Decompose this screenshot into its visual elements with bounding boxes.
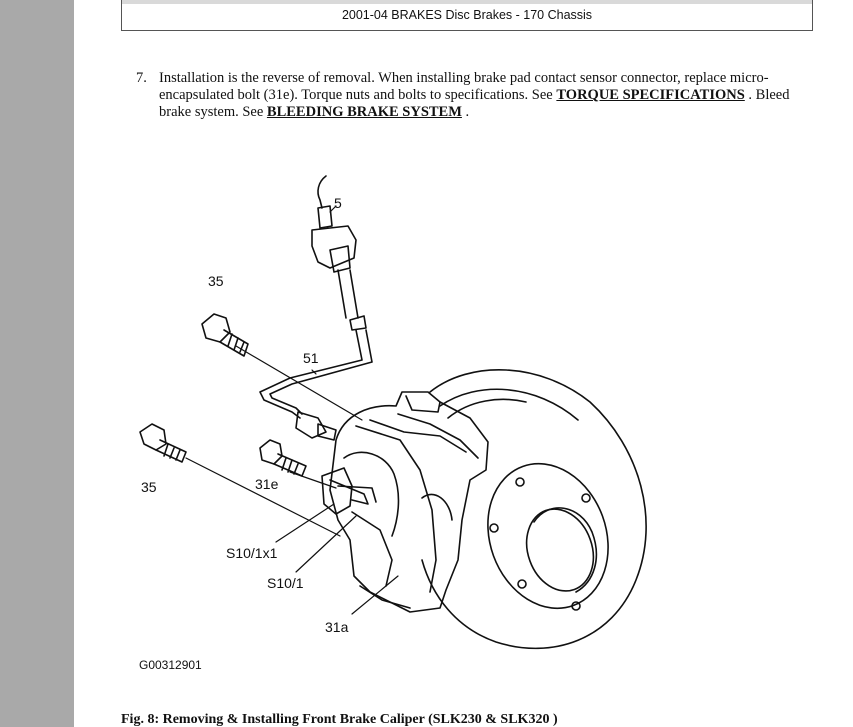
figure-code: G00312901 [139,658,202,672]
leader-lines [185,205,399,615]
step-text: Installation is the reverse of removal. … [159,70,809,121]
callout-31e: 31e [255,476,279,492]
callout-51: 51 [303,350,319,366]
torque-specifications-link[interactable]: TORQUE SPECIFICATIONS [556,87,745,103]
brake-rotor [421,369,647,650]
step-number: 7. [136,70,147,86]
callout-35-top: 35 [208,273,224,289]
callout-s10-1x1: S10/1x1 [226,545,278,561]
bleeding-brake-system-link[interactable]: BLEEDING BRAKE SYSTEM [266,104,462,120]
brake-line [259,329,373,441]
bolt-35-top [201,313,249,357]
callout-s10-1: S10/1 [267,575,304,591]
document-header: 2001-04 BRAKES Disc Brakes - 170 Chassis [121,0,813,31]
brake-caliper-diagram: 5 35 51 35 31e S10/1x1 S10/1 31a [139,175,647,650]
document-page: 2001-04 BRAKES Disc Brakes - 170 Chassis… [74,0,853,727]
figure-caption: Fig. 8: Removing & Installing Front Brak… [121,712,558,727]
step-text-part3: . [461,104,470,120]
step-text-part2: . Bleed brake system. See [159,87,790,120]
callout-31a: 31a [325,619,349,635]
bolt-31e [259,439,307,477]
brake-caliper [329,391,489,613]
step-text-part1: Installation is the reverse of removal. … [159,70,769,103]
pad-sensor-connector [321,467,377,515]
bolt-35-bottom [139,423,187,463]
callout-5: 5 [334,195,342,211]
callout-35-bottom: 35 [141,479,157,495]
header-strip [122,0,812,4]
header-title: 2001-04 BRAKES Disc Brakes - 170 Chassis [341,8,593,22]
brake-hose [311,175,367,331]
